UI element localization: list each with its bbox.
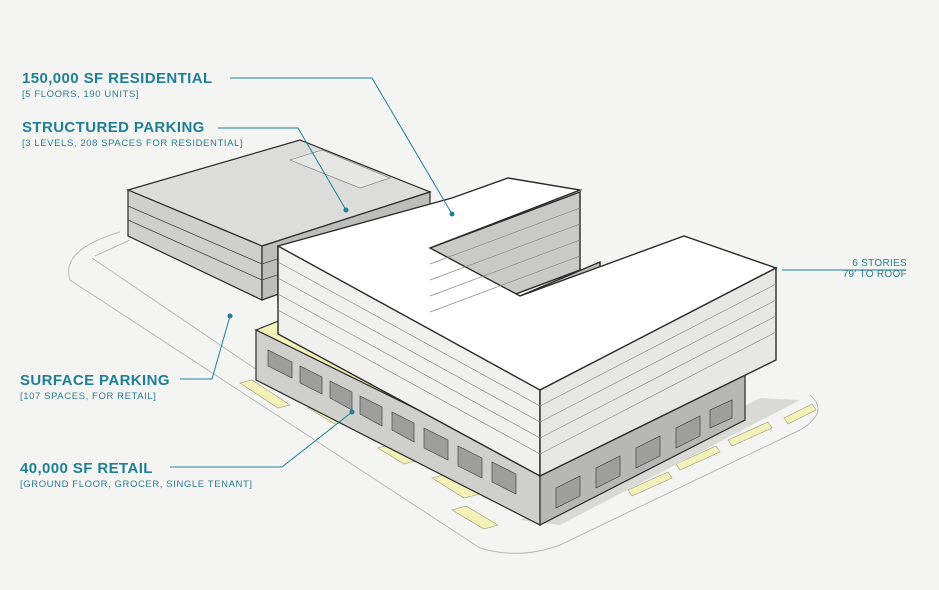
retail-label: 40,000 SF RETAIL [GROUND FLOOR, GROCER, … — [20, 460, 253, 490]
residential-label: 150,000 SF RESIDENTIAL [5 FLOORS, 190 UN… — [22, 70, 213, 100]
height-roof: 79' TO ROOF — [842, 269, 907, 280]
surface-parking-label: SURFACE PARKING [107 SPACES, FOR RETAIL] — [20, 372, 170, 402]
retail-sub: [GROUND FLOOR, GROCER, SINGLE TENANT] — [20, 479, 253, 490]
residential-block — [277, 177, 778, 478]
residential-sub: [5 FLOORS, 190 UNITS] — [22, 89, 140, 100]
parking-label: STRUCTURED PARKING [3 LEVELS, 208 SPACES… — [22, 119, 243, 149]
height-label: 6 STORIES 79' TO ROOF — [843, 258, 907, 280]
surface-parking-sub: [107 SPACES, FOR RETAIL] — [20, 391, 157, 402]
residential-title: 150,000 SF RESIDENTIAL — [22, 70, 213, 87]
retail-title: 40,000 SF RETAIL — [20, 460, 153, 477]
parking-title: STRUCTURED PARKING — [22, 119, 205, 136]
height-stories: 6 STORIES — [852, 258, 907, 269]
leader-lines — [170, 77, 906, 468]
surface-parking-title: SURFACE PARKING — [20, 372, 170, 389]
site-outline — [68, 231, 819, 554]
parking-sub: [3 LEVELS, 208 SPACES FOR RESIDENTIAL] — [22, 138, 244, 149]
